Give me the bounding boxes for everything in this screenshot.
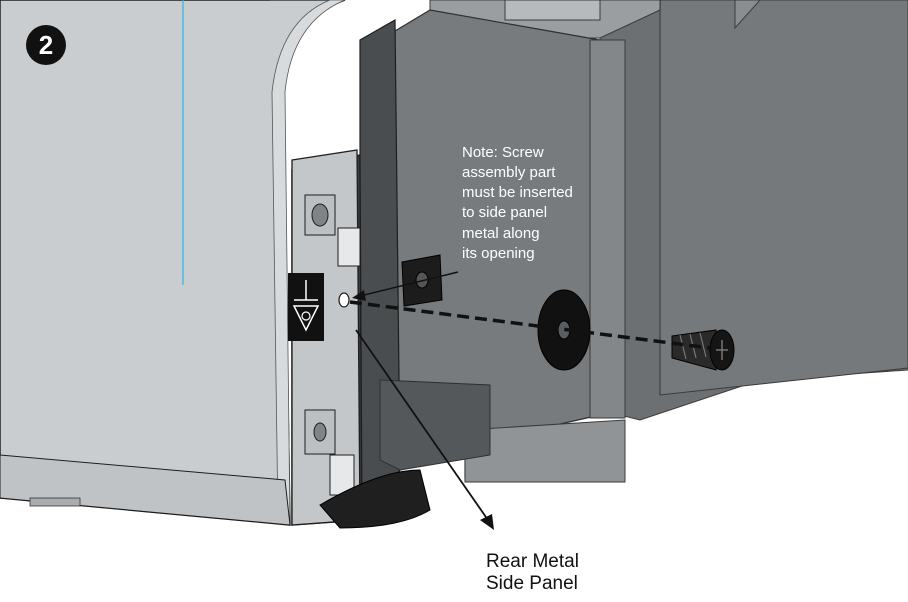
assembly-note: Note: Screw assembly part must be insert… (462, 144, 573, 262)
note-line: its opening (462, 245, 535, 262)
panel-features (291, 149, 361, 526)
left-housing (0, 0, 346, 526)
note-line: must be inserted (462, 184, 573, 201)
callout-line: Rear Metal (486, 551, 579, 572)
note-line: assembly part (462, 164, 556, 181)
base-foot (319, 469, 431, 529)
note-arrow (352, 271, 459, 301)
assembly-path-dashed (349, 300, 711, 350)
right-housing (599, 0, 908, 421)
callout-arrow (355, 329, 494, 530)
svg-text:2: 2 (39, 30, 53, 60)
callout-line: Side Panel (486, 573, 578, 594)
note-line: to side panel (462, 204, 547, 221)
step-badge: 2 (26, 25, 66, 65)
note-line: Note: Screw (462, 144, 544, 161)
ground-symbol-label (288, 273, 324, 341)
note-line: metal along (462, 225, 540, 242)
middle-housing (379, 9, 626, 483)
screw (671, 329, 735, 371)
rear-metal-side-panel-label: Rear Metal Side Panel (486, 551, 579, 594)
washer (537, 289, 591, 371)
